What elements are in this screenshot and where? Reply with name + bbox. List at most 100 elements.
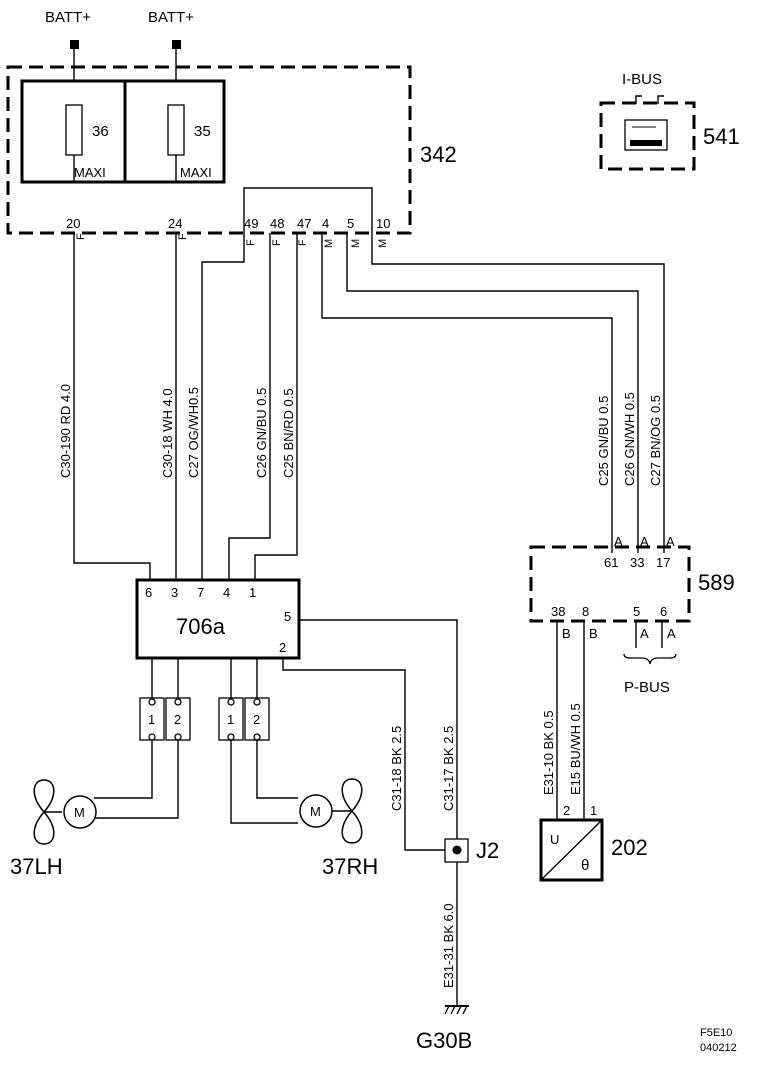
- pin-code: F: [75, 233, 87, 240]
- wire-label: C30-18 WH 4.0: [160, 388, 175, 478]
- junction-id: J2: [476, 838, 499, 863]
- wire-label: C25 BN/RD 0.5: [281, 388, 296, 478]
- pin-code: B: [589, 626, 598, 641]
- pin-code: F: [271, 239, 283, 246]
- wire-motor-right-b: [256, 740, 298, 799]
- wire-motor-left-b: [94, 740, 179, 819]
- drawing-code: F5E10: [700, 1027, 732, 1039]
- wire-c31-17: [299, 619, 458, 839]
- module-pin: 6: [660, 604, 667, 619]
- wire-label: C27 OG/WH0.5: [186, 387, 201, 478]
- wire-c26-right: [346, 233, 639, 553]
- fan-connector-left: 1 2: [139, 697, 191, 741]
- ground-id: G30B: [416, 1028, 472, 1053]
- fan-37rh: M 37RH: [299, 778, 378, 879]
- fan-id: 37LH: [10, 854, 63, 879]
- wire-c27-left: [201, 233, 245, 580]
- pin-49: 49: [244, 216, 258, 231]
- controller-pin: 3: [171, 585, 178, 600]
- pin-code: B: [562, 626, 571, 641]
- sensor-pin: 1: [590, 803, 597, 818]
- motor-label: M: [74, 805, 85, 820]
- drawing-reference: F5E10 040212: [700, 1027, 737, 1054]
- controller-pin: 7: [197, 585, 204, 600]
- sensor-symbol-u: U: [550, 832, 559, 847]
- left-wire-labels: C30-190 RD 4.0 C30-18 WH 4.0 C27 OG/WH0.…: [58, 384, 296, 478]
- batt-label-left: BATT+: [45, 9, 91, 26]
- pin-5: 5: [347, 216, 354, 231]
- motor-label: M: [310, 804, 321, 819]
- drawing-date: 040212: [700, 1042, 737, 1054]
- sensor-wire-labels: E31-10 BK 0.5 E15 BU/WH 0.5: [541, 703, 583, 795]
- connector-pin: 1: [227, 712, 234, 727]
- wire-label: C25 GN/BU 0.5: [596, 396, 611, 486]
- pin-47: 47: [297, 216, 311, 231]
- wire-label: C26 GN/WH 0.5: [622, 392, 637, 486]
- pin-48: 48: [270, 216, 284, 231]
- wire-c31-18: [282, 658, 445, 851]
- fuse-type: MAXI: [180, 165, 212, 180]
- module-pin: 33: [630, 555, 644, 570]
- wire-motor-left-a: [94, 740, 153, 799]
- controller-pin: 6: [145, 585, 152, 600]
- wire-label: E31-10 BK 0.5: [541, 710, 556, 795]
- battery-terminal-right: BATT+: [148, 9, 194, 49]
- pbus-brace: [623, 653, 677, 665]
- ibus-label: I-BUS: [622, 71, 662, 88]
- internal-bridge: [243, 187, 373, 233]
- fan-blade-icon: [332, 778, 363, 844]
- wire-label: C26 GN/BU 0.5: [254, 388, 269, 478]
- module-id: 589: [698, 570, 735, 595]
- module-pin: 5: [633, 604, 640, 619]
- wire-c25-left: [254, 233, 298, 580]
- module-589: 589 A A A 61 33 17 38 8 5 6 B B A A: [529, 534, 735, 641]
- temperature-sensor-icon: U θ: [540, 819, 603, 881]
- sensor-id: 202: [611, 835, 648, 860]
- wire-c30-190: [73, 233, 151, 580]
- maxi-fuse-36: 36 MAXI: [65, 104, 109, 182]
- fan-37lh: M 37LH: [10, 779, 97, 879]
- fuse-number: 36: [92, 123, 109, 140]
- pin-20: 20: [66, 216, 80, 231]
- wire-label: C27 BN/OG 0.5: [648, 395, 663, 486]
- module-pin: 38: [551, 604, 565, 619]
- pbus-label: P-BUS: [624, 679, 670, 696]
- wire-label: C31-18 BK 2.5: [389, 726, 404, 811]
- junction-j2: J2: [444, 838, 499, 863]
- pin-code: A: [614, 534, 623, 549]
- module-chip-icon: [624, 119, 668, 151]
- pin-10: 10: [376, 216, 390, 231]
- wire-c27-right: [371, 233, 665, 553]
- module-pin: 8: [582, 604, 589, 619]
- sensor-pin: 2: [563, 803, 570, 818]
- module-pin: 17: [656, 555, 670, 570]
- pin-4: 4: [322, 216, 329, 231]
- pin-code: F: [177, 233, 189, 240]
- wire-label: E31-31 BK 6.0: [441, 903, 456, 988]
- fusebox-pins: 20 24 49 48 47 4 5 10 F F F F F M M M: [66, 216, 390, 248]
- fuse-number: 35: [194, 123, 211, 140]
- pin-code: A: [640, 626, 649, 641]
- fan-id: 37RH: [322, 854, 378, 879]
- pin-code: A: [667, 626, 676, 641]
- fuse-type: MAXI: [74, 165, 106, 180]
- fusebox-id: 342: [420, 142, 457, 167]
- battery-terminal-left: BATT+: [45, 9, 91, 49]
- fan-blade-icon: [33, 779, 62, 845]
- wire-c26-left: [228, 233, 271, 580]
- motor-icon: M: [63, 795, 97, 829]
- pin-code: A: [666, 534, 675, 549]
- module-pin: 61: [604, 555, 618, 570]
- ibus-module-541: I-BUS 541: [599, 71, 740, 171]
- fan-connector-right: 1 2: [218, 697, 270, 741]
- sensor-symbol-theta: θ: [581, 857, 589, 874]
- wire-label: C31-17 BK 2.5: [441, 726, 456, 811]
- wire-motor-right-a: [230, 740, 298, 824]
- ibus-module-id: 541: [703, 124, 740, 149]
- ground-icon: [444, 1005, 469, 1015]
- ground-wire-labels: C31-18 BK 2.5 C31-17 BK 2.5 E31-31 BK 6.…: [389, 726, 456, 988]
- wire-label: C30-190 RD 4.0: [58, 384, 73, 478]
- pin-code: F: [297, 239, 309, 246]
- pin-code: M: [350, 239, 362, 248]
